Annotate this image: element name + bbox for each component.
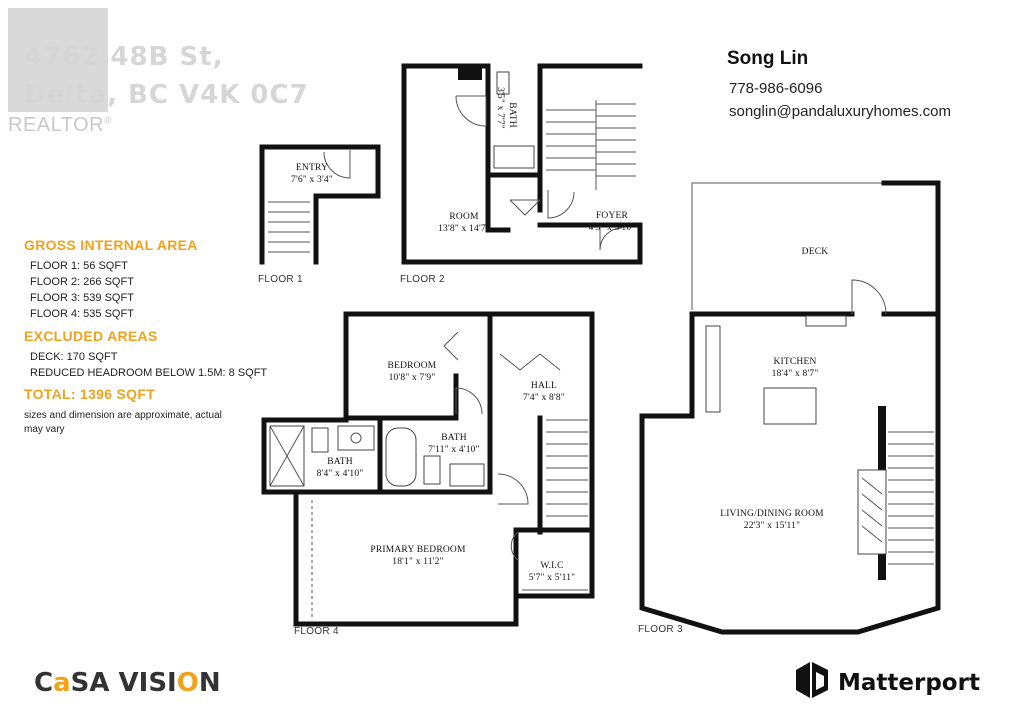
room-entry-name: ENTRY xyxy=(296,163,328,173)
room-room-dim: 13'8" x 14'7" xyxy=(438,224,490,234)
room-bedroom-dim: 10'8" x 7'9" xyxy=(389,373,436,383)
agent-phone: 778-986-6096 xyxy=(729,80,823,97)
address-line-1: 4762 48B St, xyxy=(24,42,224,72)
floor-4-label: FLOOR 4 xyxy=(294,626,339,637)
agent-email: songlin@pandaluxuryhomes.com xyxy=(729,103,952,120)
floor-area-4: FLOOR 4: 535 SQFT xyxy=(30,308,134,320)
room-hall-name: HALL xyxy=(531,381,557,391)
floor-area-3: FLOOR 3: 539 SQFT xyxy=(30,292,134,304)
address-line-2: Delta, BC V4K 0C7 xyxy=(24,80,309,110)
room-primary-name: PRIMARY BEDROOM xyxy=(370,545,466,555)
room-bath-mid-dim: 7'11" x 4'10" xyxy=(428,445,479,455)
room-primary-dim: 18'1" x 11'2" xyxy=(392,557,443,567)
matterport-wordmark: Matterport xyxy=(838,670,980,696)
room-bath-mid-name: BATH xyxy=(441,433,467,443)
room-bedroom-name: BEDROOM xyxy=(388,361,437,371)
room-room-name: ROOM xyxy=(449,212,479,222)
room-bath-f2-name: BATH xyxy=(507,102,517,128)
floor-2-label: FLOOR 2 xyxy=(400,274,445,285)
room-deck-name: DECK xyxy=(802,247,829,257)
room-entry-dim: 7'6" x 3'4" xyxy=(291,175,333,185)
agent-name: Song Lin xyxy=(727,48,809,69)
excluded-headroom: REDUCED HEADROOM BELOW 1.5M: 8 SQFT xyxy=(30,367,268,379)
floor-4-plan: BEDROOM 10'8" x 7'9" HALL 7'4" x 8'8" BA… xyxy=(261,311,595,627)
room-foyer-name: FOYER xyxy=(596,211,629,221)
realtor-wordmark: REALTOR® xyxy=(8,114,112,136)
floor-3-plan: DECK KITCHEN 18'4" x 8'7" LIVING/DINING … xyxy=(639,180,941,635)
floor-1-label: FLOOR 1 xyxy=(258,274,303,285)
room-hall-dim: 7'4" x 8'8" xyxy=(523,393,565,403)
room-kitchen-dim: 18'4" x 8'7" xyxy=(772,369,819,379)
room-wic-dim: 5'7" x 5'11" xyxy=(529,573,575,583)
dimension-note: sizes and dimension are approximate, act… xyxy=(24,410,222,435)
room-bath-left-name: BATH xyxy=(327,457,353,467)
floor-2-plan: ROOM 13'8" x 14'7" FOYER 4'5" x 3'10" BA… xyxy=(401,63,643,265)
room-living-dim: 22'3" x 15'11" xyxy=(744,521,800,531)
floor-3-label: FLOOR 3 xyxy=(638,624,683,635)
floor-area-2: FLOOR 2: 266 SQFT xyxy=(30,276,134,288)
room-wic-name: W.I.C xyxy=(540,561,563,571)
room-living-name: LIVING/DINING ROOM xyxy=(720,509,824,519)
room-foyer-dim: 4'5" x 3'10" xyxy=(589,223,636,233)
floor-area-1: FLOOR 1: 56 SQFT xyxy=(30,260,128,272)
room-kitchen-name: KITCHEN xyxy=(773,357,816,367)
realtor-logo xyxy=(8,8,108,112)
room-bath-left-dim: 8'4" x 4'10" xyxy=(317,469,364,479)
excluded-areas-heading: EXCLUDED AREAS xyxy=(24,328,158,344)
excluded-deck: DECK: 170 SQFT xyxy=(30,351,118,363)
total-area: TOTAL: 1396 SQFT xyxy=(24,386,156,402)
casa-vision-logo: CaSA VISION xyxy=(34,668,221,698)
gross-area-heading: GROSS INTERNAL AREA xyxy=(24,237,198,253)
floor-1-plan: ENTRY 7'6" x 3'4" xyxy=(259,144,381,265)
room-bath-f2-dim: 3'5" x 7'7" xyxy=(495,87,505,129)
